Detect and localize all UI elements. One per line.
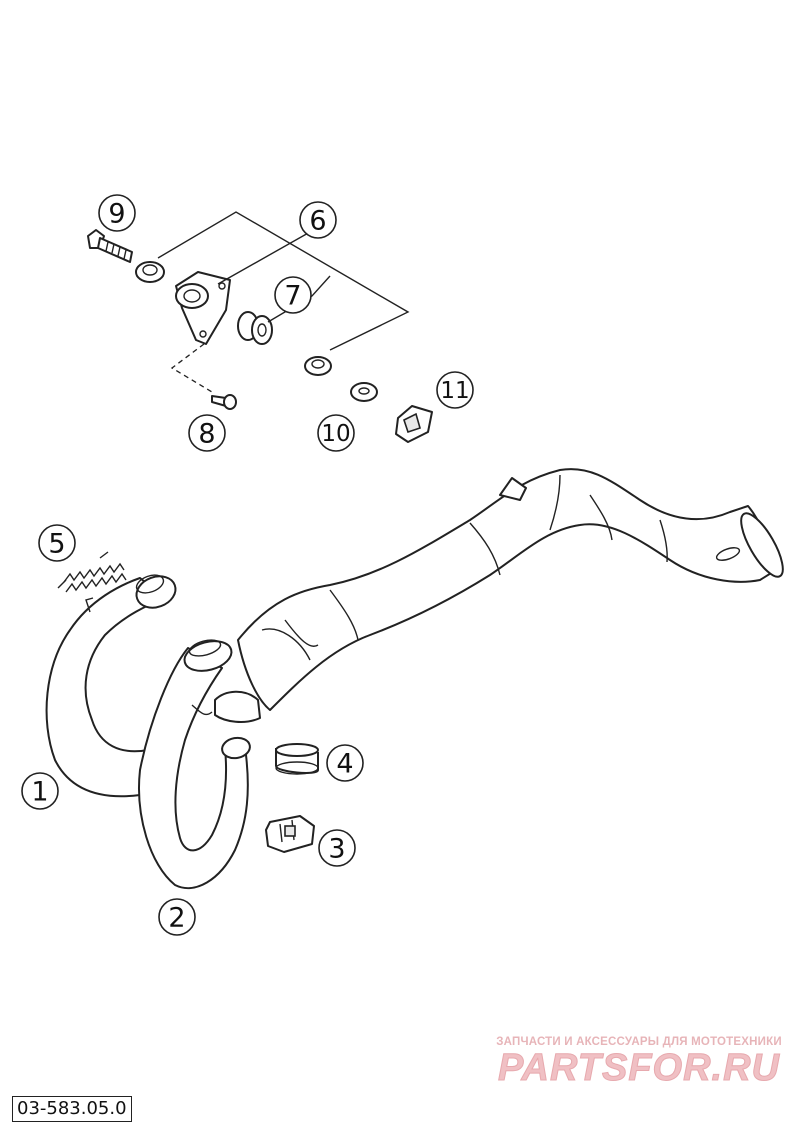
header-pipe-1 [45, 574, 177, 798]
header-pipe-2 [138, 639, 261, 890]
callout-9: 9 [98, 194, 136, 232]
callout-4: 4 [326, 744, 364, 782]
callout-5: 5 [38, 524, 76, 562]
screw [170, 343, 237, 410]
clamp [265, 815, 315, 853]
callout-2: 2 [158, 898, 196, 936]
spring [57, 551, 127, 593]
callout-8: 8 [188, 414, 226, 452]
bolt [87, 229, 133, 263]
watermark-tagline: ЗАПЧАСТИ И АКСЕССУАРЫ ДЛЯ МОТОТЕХНИКИ [496, 1036, 782, 1048]
callout-10-label: 10 [321, 421, 350, 447]
callout-4-label: 4 [336, 749, 353, 780]
callout-3-label: 3 [328, 834, 345, 865]
callout-6: 6 [299, 201, 337, 239]
speed-nut [395, 405, 433, 443]
washer [350, 382, 378, 402]
callout-10: 10 [317, 414, 355, 452]
callout-11: 11 [436, 371, 474, 409]
sleeve-ring [275, 743, 319, 775]
callout-1: 1 [21, 772, 59, 810]
middle-pipe [237, 468, 784, 711]
callout-7: 7 [274, 276, 312, 314]
callout-7-label: 7 [284, 281, 301, 312]
callout-5-label: 5 [48, 529, 65, 560]
bushing-upper [135, 261, 165, 283]
callout-11-label: 11 [440, 378, 469, 404]
bushing-lower [304, 356, 332, 376]
rubber-grommet [237, 311, 273, 345]
holder-bracket [175, 271, 231, 345]
callout-6-label: 6 [309, 206, 326, 237]
callout-3: 3 [318, 829, 356, 867]
callout-1-label: 1 [31, 777, 48, 808]
watermark: ЗАПЧАСТИ И АКСЕССУАРЫ ДЛЯ МОТОТЕХНИКИ PA… [486, 1036, 792, 1089]
callout-9-label: 9 [108, 199, 125, 230]
drawing-code-label: 03-583.05.0 [12, 1096, 132, 1122]
watermark-logo: PARTSFOR.RU [498, 1047, 780, 1089]
leader-lines [157, 211, 410, 351]
callout-2-label: 2 [168, 903, 185, 934]
callout-8-label: 8 [198, 419, 215, 450]
